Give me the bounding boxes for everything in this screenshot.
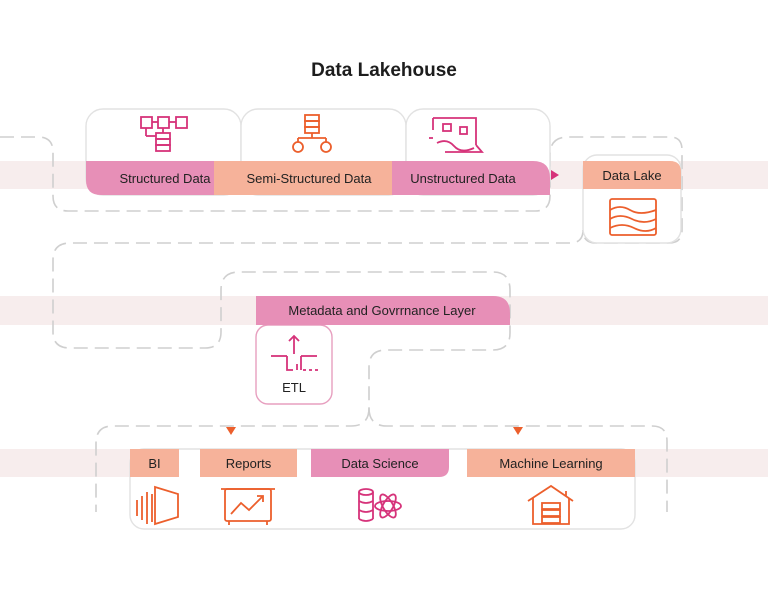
speaker-icon (136, 485, 179, 526)
data-science-label: Data Science (341, 455, 419, 471)
bar-bi (130, 449, 179, 477)
bar-structured (86, 161, 241, 195)
bar-unstructured (392, 161, 550, 195)
flow-connector-2 (52, 229, 584, 512)
arrow-to-machine-learning (513, 427, 523, 435)
bi-label: BI (148, 455, 161, 471)
unstructured-data-label: Unstructured Data (410, 170, 516, 186)
bar-metadata (256, 296, 510, 325)
semi-structured-data-label: Semi-Structured Data (246, 170, 372, 186)
server-flow-icon (292, 114, 332, 153)
etl-label: ETL (282, 379, 306, 395)
house-server-icon (527, 484, 574, 525)
hierarchy-icon (140, 116, 188, 152)
machine-learning-label: Machine Learning (499, 455, 603, 471)
etl-icon (271, 334, 318, 371)
data-lake-label: Data Lake (602, 167, 662, 183)
bar-machine-learning (467, 449, 635, 477)
metadata-governance-label: Metadata and Govrrnance Layer (288, 303, 476, 318)
wave-chart-icon (609, 198, 657, 236)
page-title: Data Lakehouse (311, 60, 457, 81)
arrow-to-reports (226, 427, 236, 435)
structured-data-label: Structured Data (119, 170, 211, 186)
bar-data-lake (583, 161, 681, 189)
database-atom-icon (358, 488, 402, 522)
trend-chart-icon (221, 488, 275, 525)
bar-semi-structured (214, 161, 406, 195)
bar-data-science (311, 449, 449, 477)
arrow-to-data-lake (551, 170, 559, 180)
flow-connector-3 (368, 407, 668, 512)
unstructured-icon (429, 117, 484, 153)
reports-label: Reports (225, 455, 272, 471)
bar-reports (200, 449, 297, 477)
